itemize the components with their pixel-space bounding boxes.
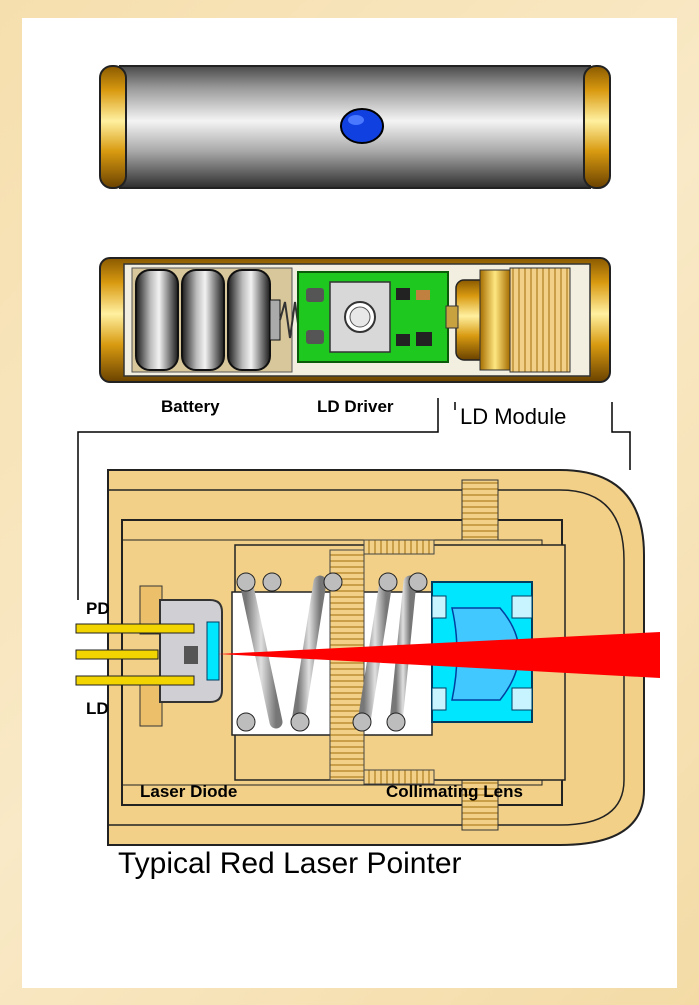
- pointer-cutaway: [99, 257, 611, 383]
- diagram-title: Typical Red Laser Pointer: [118, 847, 462, 880]
- pointer-closed: [99, 65, 611, 189]
- label-ld: LD: [86, 699, 109, 718]
- label-battery: Battery: [161, 397, 220, 416]
- label-laser-diode: Laser Diode: [140, 782, 237, 801]
- ld-module-cross-section: [75, 469, 660, 846]
- laser-beam: [218, 632, 660, 678]
- ld-module-small: [445, 267, 571, 373]
- battery-cells: [135, 269, 281, 371]
- label-ld-module: LD Module: [460, 404, 566, 429]
- ld-driver-board: [297, 271, 449, 363]
- label-ld-driver: LD Driver: [317, 397, 394, 416]
- label-pd: PD: [86, 599, 110, 618]
- power-button: [340, 108, 384, 144]
- lead-pins: [75, 623, 198, 686]
- label-collimating-lens: Collimating Lens: [386, 782, 523, 801]
